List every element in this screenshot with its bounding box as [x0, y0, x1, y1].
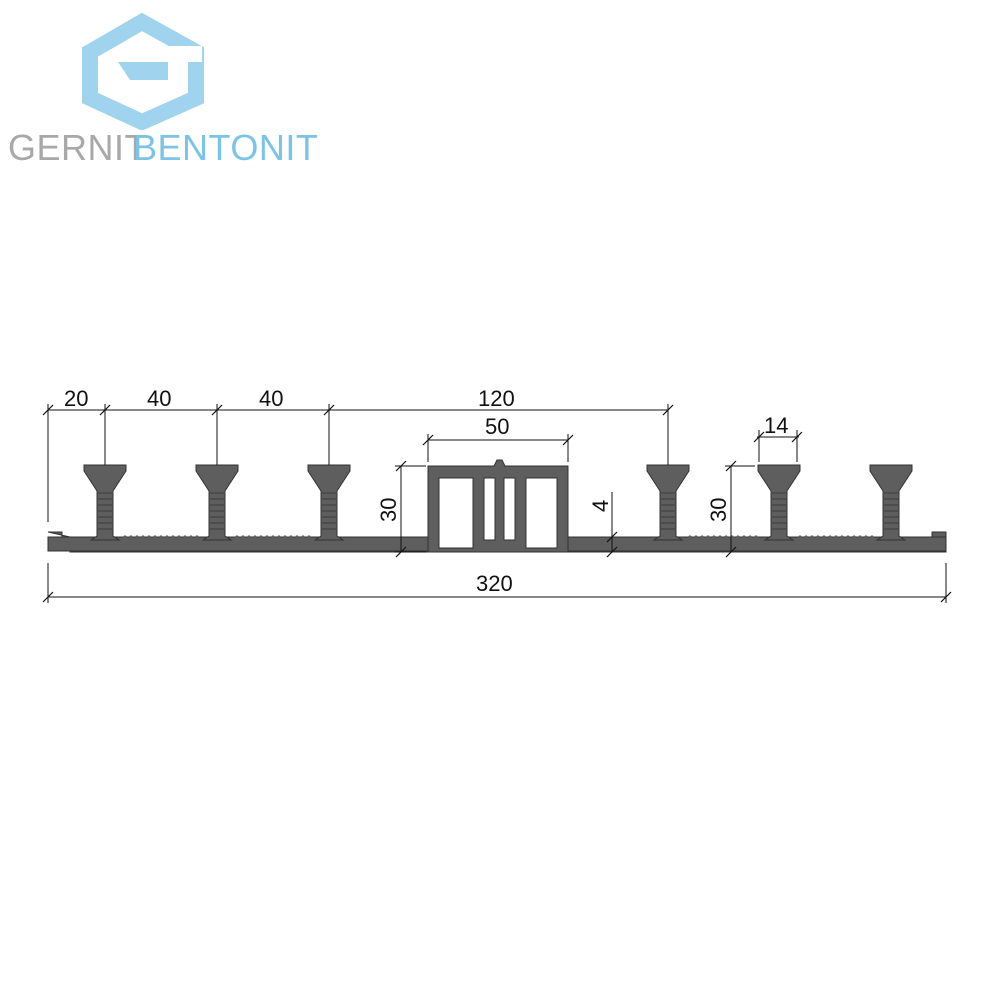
anchor-rib-shape — [646, 464, 690, 541]
surface-bump — [706, 535, 710, 539]
dimension-annotations: 20 40 40 120 50 14 30 4 30 — [42, 386, 952, 603]
surface-bump — [241, 535, 245, 539]
surface-bump — [736, 535, 740, 539]
surface-bump — [816, 535, 820, 539]
surface-bump — [870, 535, 874, 539]
surface-bump — [141, 535, 145, 539]
surface-bump — [171, 535, 175, 539]
surface-bump — [295, 535, 299, 539]
surface-bump — [712, 535, 716, 539]
surface-bump — [822, 535, 826, 539]
waterstop-profile — [47, 459, 947, 553]
surface-bump — [718, 535, 722, 539]
anchor-rib-shape — [869, 464, 913, 541]
surface-bump — [277, 535, 281, 539]
rib-group-right — [646, 464, 913, 541]
surface-bump — [700, 535, 704, 539]
surface-bump — [135, 535, 139, 539]
anchor-rib-shape — [83, 464, 127, 541]
surface-bump — [247, 535, 251, 539]
surface-bump — [123, 535, 127, 539]
surface-bump — [301, 535, 305, 539]
surface-bump — [742, 535, 746, 539]
dim-label-40-b: 40 — [259, 386, 283, 411]
surface-bump — [177, 535, 181, 539]
surface-bump — [129, 535, 133, 539]
surface-bump — [283, 535, 287, 539]
surface-bump — [834, 535, 838, 539]
logo-g-bar-shape — [118, 62, 168, 80]
dim-label-30-center: 30 — [376, 498, 401, 522]
surface-bump — [235, 535, 239, 539]
dim-label-14: 14 — [764, 413, 788, 438]
brand-name-second: BENTONIT — [133, 127, 319, 168]
surface-bump — [147, 535, 151, 539]
surface-bump — [688, 535, 692, 539]
center-chamber-mid-right — [503, 477, 516, 541]
brand-name-first: GERNIT — [8, 127, 148, 168]
surface-bump — [810, 535, 814, 539]
hexagon-g-logo-icon — [82, 12, 204, 131]
brand-logo: GERNIT BENTONIT — [0, 0, 318, 180]
anchor-rib-shape — [757, 464, 801, 541]
surface-bump — [159, 535, 163, 539]
surface-bump — [265, 535, 269, 539]
dim-label-4: 4 — [588, 500, 613, 512]
surface-bump — [259, 535, 263, 539]
surface-bump — [307, 535, 311, 539]
surface-bump — [852, 535, 856, 539]
center-chamber-mid-left — [483, 477, 496, 541]
surface-bump — [748, 535, 752, 539]
surface-bump — [189, 535, 193, 539]
center-chamber-left — [438, 477, 474, 549]
surface-bump — [754, 535, 758, 539]
surface-bump — [828, 535, 832, 539]
surface-bump — [858, 535, 862, 539]
dim-label-20: 20 — [64, 386, 88, 411]
surface-bump — [694, 535, 698, 539]
surface-bump — [195, 535, 199, 539]
dim-label-50: 50 — [485, 414, 509, 439]
surface-bump — [165, 535, 169, 539]
anchor-rib — [195, 464, 239, 541]
rib-group-left — [83, 464, 351, 541]
surface-bump — [804, 535, 808, 539]
center-chamber-right — [525, 477, 558, 549]
dim-label-40-a: 40 — [147, 386, 171, 411]
surface-bump — [183, 535, 187, 539]
anchor-rib — [646, 464, 690, 541]
dim-label-120: 120 — [478, 386, 515, 411]
surface-bump — [271, 535, 275, 539]
anchor-rib-shape — [307, 464, 351, 541]
surface-bump — [253, 535, 257, 539]
surface-bump — [289, 535, 293, 539]
surface-bump — [798, 535, 802, 539]
logo-gap-shape — [140, 46, 202, 62]
surface-bump — [153, 535, 157, 539]
surface-bumps — [123, 535, 874, 539]
anchor-rib — [869, 464, 913, 541]
dim-label-320: 320 — [476, 571, 513, 596]
surface-bump — [846, 535, 850, 539]
anchor-rib-shape — [195, 464, 239, 541]
anchor-rib — [83, 464, 127, 541]
surface-bump — [864, 535, 868, 539]
dim-label-30-rib: 30 — [706, 498, 731, 522]
anchor-rib — [307, 464, 351, 541]
surface-bump — [840, 535, 844, 539]
anchor-rib — [757, 464, 801, 541]
surface-bump — [724, 535, 728, 539]
